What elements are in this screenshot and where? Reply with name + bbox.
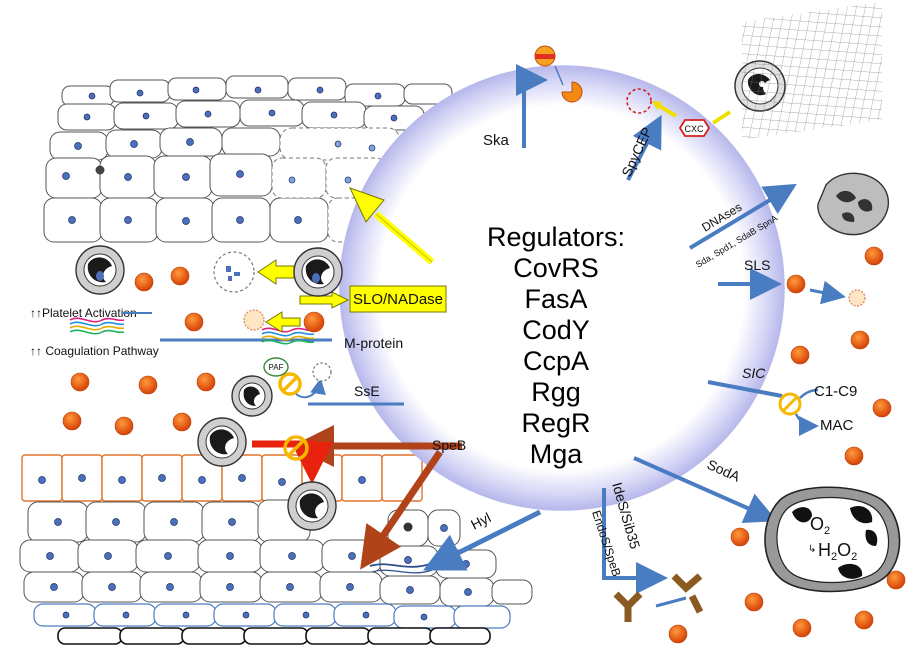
endos-label: EndoS/SpeB bbox=[589, 509, 624, 579]
h2o2-label: H2O2 bbox=[818, 540, 857, 563]
plasmin-icon bbox=[561, 81, 583, 103]
o2-label: O2 bbox=[810, 514, 830, 537]
neutrophil-paf bbox=[231, 375, 273, 417]
inhibition-slash-sse bbox=[281, 375, 299, 393]
phagocyte-with-ros bbox=[764, 486, 901, 593]
ska-arrow bbox=[516, 64, 548, 148]
speb-label: SpeB bbox=[432, 437, 466, 453]
c1c9-link bbox=[799, 388, 819, 399]
regulators-heading: Regulators: bbox=[487, 222, 625, 252]
dark-nucleus bbox=[95, 165, 105, 175]
mac-label: MAC bbox=[820, 417, 854, 434]
base-layer bbox=[57, 627, 491, 645]
dark-nucleus-lower bbox=[403, 522, 413, 532]
slo-arrowhead-up bbox=[349, 187, 385, 223]
c1c9-label: C1-C9 bbox=[814, 383, 857, 400]
sic-arrow bbox=[707, 380, 783, 398]
plasminogen-band bbox=[535, 54, 555, 59]
regulator-item: RegR bbox=[521, 408, 590, 438]
ides-arrow bbox=[602, 488, 668, 594]
paf-target-icon bbox=[312, 362, 332, 382]
ska-label: Ska bbox=[483, 132, 510, 149]
regulator-item: CodY bbox=[522, 315, 590, 345]
hyl-label: Hyl bbox=[468, 509, 493, 532]
sls-lysis-arrow bbox=[809, 280, 846, 305]
inhibition-slash-sic bbox=[781, 395, 799, 413]
sic-label: SIC bbox=[742, 365, 766, 381]
bacterial-cell bbox=[339, 65, 785, 511]
antibody-icon-right bbox=[671, 573, 704, 614]
antibody-icon-left bbox=[613, 591, 643, 622]
soda-arrow bbox=[633, 456, 778, 523]
sse-label: SsE bbox=[354, 383, 380, 399]
regulator-item: CovRS bbox=[513, 253, 599, 283]
epithelial-nuclei bbox=[62, 86, 398, 225]
slo-arrow-outline bbox=[375, 213, 433, 263]
sls-label: SLS bbox=[744, 257, 770, 273]
spycep-arrow bbox=[626, 114, 662, 181]
cleaved-chemokine-icon bbox=[626, 88, 652, 114]
paf-return-arrow bbox=[295, 378, 326, 399]
paf-label: PAF bbox=[269, 363, 284, 372]
regulator-item: Mga bbox=[530, 439, 584, 469]
net-neutrophil bbox=[817, 172, 890, 236]
fibrinogen-fibril-icon bbox=[69, 317, 125, 335]
inhibition-icon-speb bbox=[283, 435, 309, 461]
mac-link bbox=[794, 413, 819, 436]
lower-nuclei bbox=[38, 474, 472, 621]
lysed-rbc-icon bbox=[243, 309, 265, 331]
slo-arrow-lysis bbox=[257, 259, 295, 285]
neutrophil-speb bbox=[197, 417, 247, 467]
inhibition-slash-speb bbox=[286, 438, 306, 458]
inhibition-icon-sse bbox=[278, 372, 302, 396]
lysed-cell-icon bbox=[848, 289, 866, 307]
extravasation-arrow bbox=[252, 440, 333, 484]
cxc-label: CXC bbox=[684, 124, 704, 134]
net-mesh bbox=[742, 2, 882, 140]
regulator-item: CcpA bbox=[523, 346, 589, 376]
dnases-arrow bbox=[688, 183, 797, 250]
hyaluronic-strand-2 bbox=[371, 569, 433, 574]
platelet-activation-label: ↑↑Platelet Activation bbox=[30, 306, 137, 320]
bacteria-dots bbox=[62, 246, 906, 644]
cxc-cleave-arrowhead bbox=[652, 101, 662, 110]
coagulation-label: ↑↑ Coagulation Pathway bbox=[30, 344, 159, 358]
hyl-arrow bbox=[423, 509, 542, 571]
plasmin-link bbox=[554, 65, 564, 86]
paf-bubble bbox=[263, 357, 289, 377]
neutrophil-extravasated bbox=[287, 481, 337, 531]
slo-label-box bbox=[349, 285, 447, 313]
soda-label: SodA bbox=[705, 456, 743, 485]
slo-arrow-rbc bbox=[265, 311, 301, 333]
neutrophil-left bbox=[75, 245, 125, 295]
slo-label: SLO/NADase bbox=[353, 291, 443, 308]
regulator-item: Rgg bbox=[531, 377, 581, 407]
neutrophil-signal-arrow bbox=[711, 110, 732, 125]
ros-conversion-arrow: ↳ bbox=[808, 544, 816, 555]
lysed-neutrophil bbox=[213, 251, 255, 293]
inhibition-icon-sic bbox=[778, 392, 802, 416]
speb-arrow-down bbox=[360, 450, 443, 570]
neutrophil-slo-target bbox=[293, 247, 343, 297]
regulator-item: FasA bbox=[524, 284, 587, 314]
cxc-hexagon bbox=[678, 119, 711, 137]
basement-cells bbox=[33, 603, 511, 629]
slo-arrow-to-neutrophil bbox=[299, 291, 350, 309]
regulators-list: Regulators: CovRS FasA CodY CcpA Rgg Reg… bbox=[487, 222, 625, 469]
m-protein-label: M-protein bbox=[344, 335, 403, 351]
endos-cleave-line bbox=[655, 596, 687, 608]
